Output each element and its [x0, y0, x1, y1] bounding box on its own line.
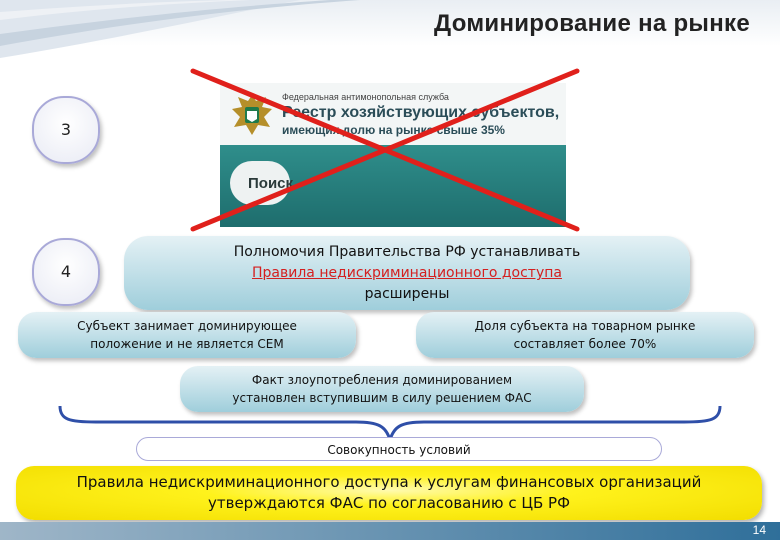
page-number: 14 — [752, 523, 766, 537]
marker-3: 3 — [32, 96, 100, 164]
powers-line-3: расширены — [364, 286, 450, 302]
rule-line-1: Правила недискриминационного доступа к у… — [76, 473, 702, 491]
registry-search-label: Поиск — [248, 175, 294, 192]
registry-subtitle: имеющих долю на рынке свыше 35% — [282, 123, 505, 137]
condition-right-line-1: Доля субъекта на товарном рынке — [474, 319, 696, 333]
condition-right-line-2: составляет более 70% — [513, 337, 657, 351]
access-rules-link[interactable]: Правила недискриминационного доступа — [252, 265, 562, 281]
powers-line-1: Полномочия Правительства РФ устанавливат… — [233, 244, 581, 260]
powers-box: Полномочия Правительства РФ устанавливат… — [124, 236, 690, 310]
marker-4: 4 — [32, 238, 100, 306]
condition-left-line-1: Субъект занимает доминирующее — [77, 319, 297, 333]
search-icon — [230, 161, 290, 205]
rule-highlight-box: Правила недискриминационного доступа к у… — [16, 466, 762, 520]
condition-market-share: Доля субъекта на товарном рынке составля… — [416, 312, 754, 358]
fas-emblem-icon — [232, 95, 272, 135]
footer-bar — [0, 522, 780, 540]
registry-service-name: Федеральная антимонопольная служба — [282, 92, 449, 102]
registry-header — [220, 83, 566, 145]
rule-line-2: утверждаются ФАС по согласованию с ЦБ РФ — [207, 494, 571, 512]
cross-out-icon — [190, 68, 580, 232]
condition-middle-line-1: Факт злоупотребления доминированием — [251, 373, 513, 387]
condition-middle-line-2: установлен вступившим в силу решением ФА… — [232, 391, 532, 405]
condition-dominant-position: Субъект занимает доминирующее положение … — [18, 312, 356, 358]
slide-title: Доминирование на рынке — [434, 10, 750, 37]
aggregate-conditions-label: Совокупность условий — [136, 437, 662, 461]
condition-left-line-2: положение и не является СЕМ — [90, 337, 284, 351]
flag-ribbon-decoration — [0, 0, 360, 58]
condition-abuse-fact: Факт злоупотребления доминированием уста… — [180, 366, 584, 412]
